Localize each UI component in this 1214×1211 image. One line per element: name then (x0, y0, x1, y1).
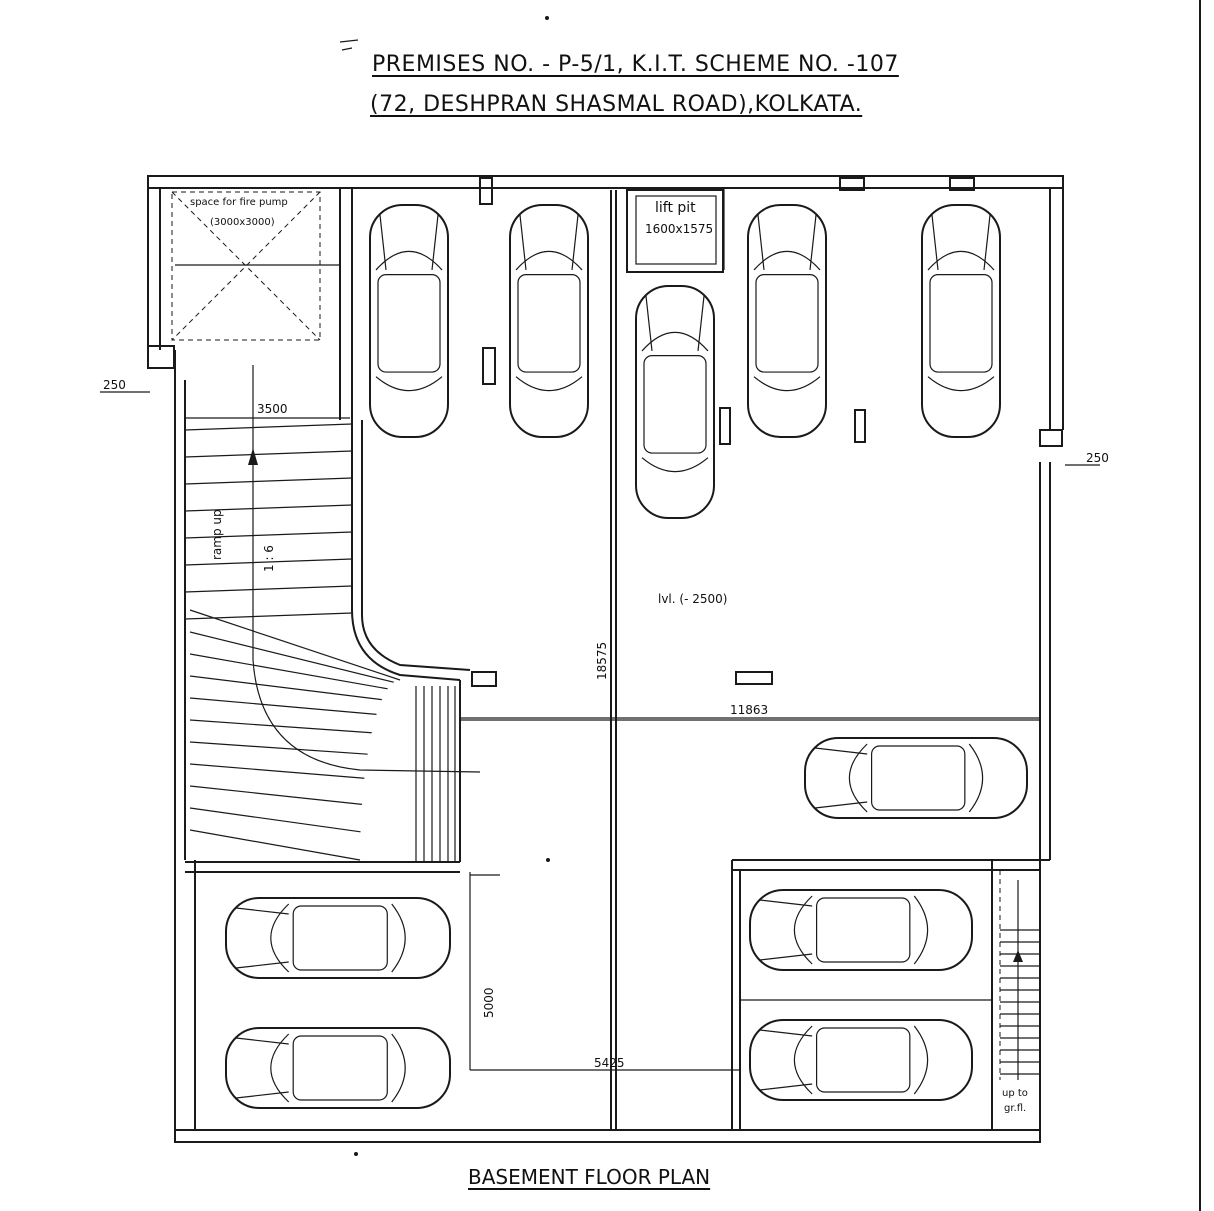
ramp-tread (189, 697, 377, 715)
right-bay-walls (731, 859, 1050, 1130)
scan-marks (339, 16, 550, 1156)
ramp-treads (184, 423, 401, 861)
dimension-lines (100, 391, 1100, 876)
parking-cars (225, 204, 1028, 1109)
ramp-tread (184, 423, 353, 431)
fire-pump-space (171, 188, 353, 420)
dim-bay-width: 5425 (594, 1056, 625, 1070)
ramp-tread (184, 531, 353, 539)
fire-pump-label: space for fire pump (190, 197, 288, 208)
outer-walls (147, 175, 1064, 1143)
ramp-tread (184, 558, 353, 566)
ramp-tread (189, 653, 388, 690)
dim-bay-depth: 5000 (482, 987, 496, 1018)
ramp-tread (189, 675, 382, 701)
parked-car (804, 737, 1028, 819)
ramp-slope: 1 : 6 (262, 545, 276, 572)
ramp-tread (184, 612, 353, 620)
parked-car (509, 204, 589, 438)
dim-width: 11863 (730, 703, 769, 717)
parked-car (369, 204, 449, 438)
columns (482, 347, 866, 685)
ramp-tread (189, 785, 363, 805)
level-label: lvl. (- 2500) (658, 592, 728, 606)
lift-pit-label: lift pit (655, 200, 696, 216)
dim-depth: 18575 (595, 641, 609, 680)
ramp-tread (189, 719, 372, 734)
parked-car (749, 889, 973, 971)
ramp-tread (189, 609, 401, 681)
parked-car (225, 1027, 451, 1109)
ramp-walls (185, 420, 497, 873)
grid-lines (460, 177, 1040, 1130)
ramp-label: ramp up (210, 509, 224, 560)
fire-pump-size: (3000x3000) (210, 217, 275, 228)
ramp-tread (189, 631, 394, 683)
parked-car (747, 204, 827, 438)
stair-note-line1: up to (1002, 1088, 1028, 1099)
ramp-tread (189, 829, 361, 861)
dim-wall-left: 250 (103, 378, 126, 392)
stair-to-ground (1000, 880, 1040, 1080)
ramp-tread (189, 807, 361, 833)
dim-wall-right: 250 (1086, 451, 1109, 465)
stair-note-line2: gr.fl. (1004, 1103, 1027, 1114)
parked-car (635, 285, 715, 519)
plan-title: BASEMENT FLOOR PLAN (468, 1165, 711, 1189)
title-line-1: PREMISES NO. - P-5/1, K.I.T. SCHEME NO. … (372, 52, 899, 77)
lift-pit-size: 1600x1575 (645, 222, 714, 236)
ramp-tread (189, 741, 368, 755)
lift-pit (626, 189, 724, 273)
ramp-tread (184, 450, 353, 458)
ramp-tread (184, 477, 353, 485)
dim-ramp-width: 3500 (257, 402, 288, 416)
parked-car (921, 204, 1001, 438)
ramp-tread (184, 504, 353, 512)
parked-car (225, 897, 451, 979)
ramp-arrow (248, 365, 481, 773)
ramp-tread (189, 763, 365, 779)
ramp-tread (184, 585, 353, 593)
title-line-2: (72, DESHPRAN SHASMAL ROAD),KOLKATA. (370, 92, 863, 117)
parked-car (749, 1019, 973, 1101)
